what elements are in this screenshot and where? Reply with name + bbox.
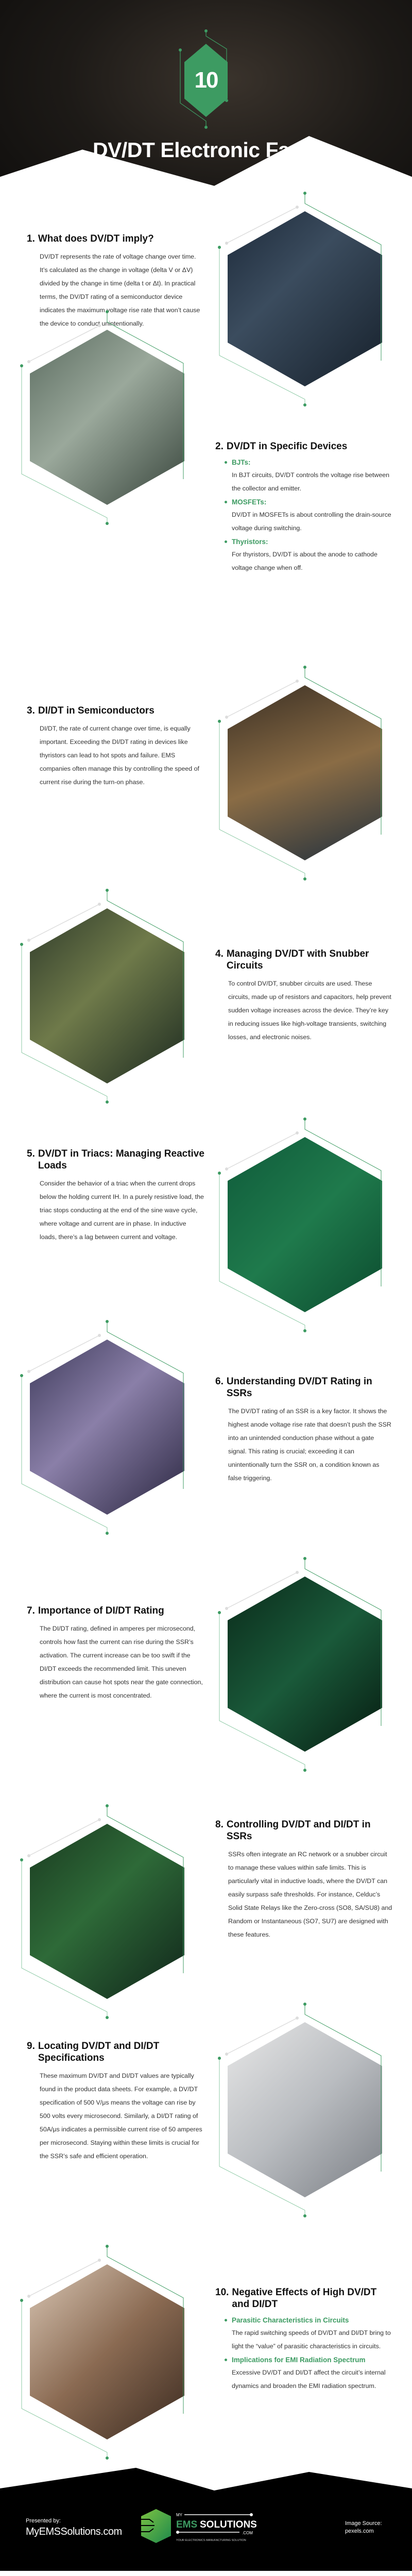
section-number: 2.	[215, 441, 224, 452]
section-body: To control DV/DT, snubber circuits are u…	[228, 980, 391, 1041]
bullet-list: BJTs: In BJT circuits, DV/DT controls the…	[215, 457, 393, 574]
section-title: 2.DV/DT in Specific Devices	[215, 440, 393, 452]
section-body: SSRs often integrate an RC network or a …	[228, 1851, 392, 1938]
section-heading: DV/DT in Triacs: Managing Reactive Loads	[38, 1148, 204, 1171]
svg-text:YOUR ELECTRONICS MANUFACTURING: YOUR ELECTRONICS MANUFACTURING SOLUTION	[176, 2539, 246, 2542]
bullet-text: In BJT circuits, DV/DT controls the volt…	[232, 471, 389, 492]
section-image-5	[228, 1137, 382, 1312]
section-image-2	[30, 330, 184, 505]
section-number: 8.	[215, 1819, 224, 1830]
bullet-text: The rapid switching speeds of DV/DT and …	[232, 2329, 391, 2350]
bullet-heading: Thyristors:	[225, 537, 393, 547]
section-body: DI/DT, the rate of current change over t…	[40, 725, 199, 786]
section-title: 10.Negative Effects of High DV/DT and DI…	[215, 2286, 393, 2310]
bullet-heading: BJTs:	[225, 457, 393, 467]
bullet-text: For thyristors, DV/DT is about the anode…	[232, 551, 377, 571]
bullet-text: DV/DT in MOSFETs is about controlling th…	[232, 511, 391, 532]
section-number: 1.	[27, 233, 35, 244]
section-heading: Controlling DV/DT and DI/DT in SSRs	[226, 1819, 371, 1842]
svg-text:MY: MY	[176, 2513, 183, 2517]
bullet-heading: Implications for EMI Radiation Spectrum	[225, 2355, 393, 2365]
svg-text:EMS: EMS	[176, 2519, 197, 2530]
image-source-label: Image Source:	[345, 2520, 382, 2527]
svg-text:SOLUTIONS: SOLUTIONS	[200, 2519, 257, 2530]
section-image-8	[30, 1824, 184, 1999]
section-number: 5.	[27, 1148, 35, 1159]
list-item: Thyristors: For thyristors, DV/DT is abou…	[225, 537, 393, 574]
section-heading: DI/DT in Semiconductors	[38, 705, 154, 716]
presented-by-label: Presented by:	[26, 2518, 61, 2524]
fact-section-5: 5.DV/DT in Triacs: Managing Reactive Loa…	[27, 1148, 204, 1244]
section-number: 3.	[27, 705, 35, 716]
section-number: 10.	[215, 2287, 229, 2298]
section-title: 7.Importance of DI/DT Rating	[27, 1605, 204, 1617]
section-title: 5.DV/DT in Triacs: Managing Reactive Loa…	[27, 1148, 204, 1172]
section-heading: DV/DT in Specific Devices	[226, 441, 348, 452]
list-item: MOSFETs: DV/DT in MOSFETs is about contro…	[225, 497, 393, 535]
presenter-site: MyEMSSolutions.com	[26, 2526, 122, 2537]
section-body: The DI/DT rating, defined in amperes per…	[40, 1625, 203, 1699]
fact-section-1: 1.What does DV/DT imply? DV/DT represents…	[27, 233, 204, 330]
section-title: 3.DI/DT in Semiconductors	[27, 705, 204, 717]
section-title: 6.Understanding DV/DT Rating in SSRs	[215, 1376, 393, 1399]
section-heading: Understanding DV/DT Rating in SSRs	[226, 1376, 372, 1399]
section-image-1	[228, 211, 382, 386]
section-body: Consider the behavior of a triac when th…	[40, 1180, 204, 1241]
page-title: DV/DT Electronic Facts	[92, 138, 320, 162]
section-heading: Negative Effects of High DV/DT and DI/DT	[232, 2287, 377, 2310]
company-logo: MY EMS SOLUTIONS .COM YOUR ELECTRONICS M…	[141, 2509, 257, 2543]
section-image-9	[228, 2022, 382, 2197]
bullet-text: Excessive DV/DT and DI/DT affect the cir…	[232, 2369, 386, 2389]
section-number: 9.	[27, 2041, 35, 2052]
section-body: These maximum DV/DT and DI/DT values are…	[40, 2072, 202, 2160]
section-heading: Managing DV/DT with Snubber Circuits	[226, 948, 369, 971]
fact-section-9: 9.Locating DV/DT and DI/DT Specification…	[27, 2040, 204, 2163]
section-image-10	[30, 2264, 184, 2439]
section-heading: What does DV/DT imply?	[38, 233, 154, 244]
section-title: 9.Locating DV/DT and DI/DT Specification…	[27, 2040, 204, 2064]
section-body: DV/DT represents the rate of voltage cha…	[40, 253, 200, 327]
section-image-7	[228, 1577, 382, 1752]
image-source: Image Source:pexels.com	[345, 2520, 382, 2535]
section-image-3	[228, 685, 382, 860]
svg-text:.COM: .COM	[242, 2531, 253, 2535]
section-title: 1.What does DV/DT imply?	[27, 233, 204, 245]
section-number: 7.	[27, 1605, 35, 1616]
section-heading: Importance of DI/DT Rating	[38, 1605, 164, 1616]
fact-section-10: 10.Negative Effects of High DV/DT and DI…	[215, 2286, 393, 2393]
section-image-4	[30, 908, 184, 1083]
section-body: The DV/DT rating of an SSR is a key fact…	[228, 1408, 391, 1482]
section-heading: Locating DV/DT and DI/DT Specifications	[38, 2041, 160, 2063]
section-number: 6.	[215, 1376, 224, 1387]
section-image-6	[30, 1340, 184, 1515]
bullet-heading: Parasitic Characteristics in Circuits	[225, 2315, 393, 2325]
bullet-heading: MOSFETs:	[225, 497, 393, 507]
section-number: 4.	[215, 948, 224, 959]
list-item: BJTs: In BJT circuits, DV/DT controls the…	[225, 457, 393, 495]
section-title: 4.Managing DV/DT with Snubber Circuits	[215, 948, 393, 972]
section-title: 8.Controlling DV/DT and DI/DT in SSRs	[215, 1819, 393, 1842]
image-source-value: pexels.com	[345, 2528, 374, 2534]
